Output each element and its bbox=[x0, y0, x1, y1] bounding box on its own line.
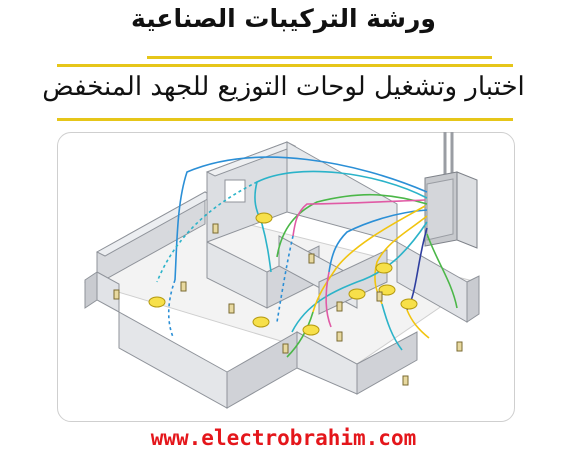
wall-switch-icon bbox=[282, 343, 289, 354]
ceiling-lamp-icon bbox=[302, 324, 320, 336]
wall-switch-icon bbox=[212, 223, 219, 234]
wall-front bbox=[118, 311, 418, 409]
wall-switch-icon bbox=[228, 303, 235, 314]
house-wiring-diagram bbox=[83, 132, 480, 409]
wall-outlet-icon bbox=[402, 375, 409, 386]
ceiling-lamp-icon bbox=[375, 262, 393, 274]
course-subtitle: اختبار وتشغيل لوحات التوزيع للجهد المنخف… bbox=[42, 72, 525, 102]
distribution-panel-icon bbox=[424, 132, 478, 249]
wall-left-end bbox=[84, 271, 120, 313]
wall-switch-icon bbox=[113, 289, 120, 300]
ceiling-lamp-icon bbox=[255, 212, 273, 224]
website-url[interactable]: www.electrobrahim.com bbox=[150, 426, 417, 450]
title-underline bbox=[147, 56, 492, 59]
subtitle-overline bbox=[57, 64, 513, 67]
ceiling-lamp-icon bbox=[348, 288, 366, 300]
workshop-title: ورشة التركيبات الصناعية bbox=[131, 4, 436, 33]
wall-switch-icon bbox=[376, 291, 383, 302]
ceiling-lamp-icon bbox=[148, 296, 166, 308]
subtitle-underline bbox=[57, 118, 513, 121]
wall-outlet-icon bbox=[336, 331, 343, 342]
ceiling-lamp-icon bbox=[400, 298, 418, 310]
wall-switch-icon bbox=[308, 253, 315, 264]
ceiling-lamp-icon bbox=[252, 316, 270, 328]
ceiling-lamp-icon bbox=[378, 284, 396, 296]
wall-switch-icon bbox=[180, 281, 187, 292]
wall-back-room bbox=[205, 141, 398, 243]
ceiling-lamps bbox=[148, 212, 418, 336]
wall-switches bbox=[113, 223, 463, 386]
wall-right-end bbox=[396, 241, 480, 323]
wall-outlet-icon bbox=[456, 341, 463, 352]
wall-switch-icon bbox=[336, 301, 343, 312]
